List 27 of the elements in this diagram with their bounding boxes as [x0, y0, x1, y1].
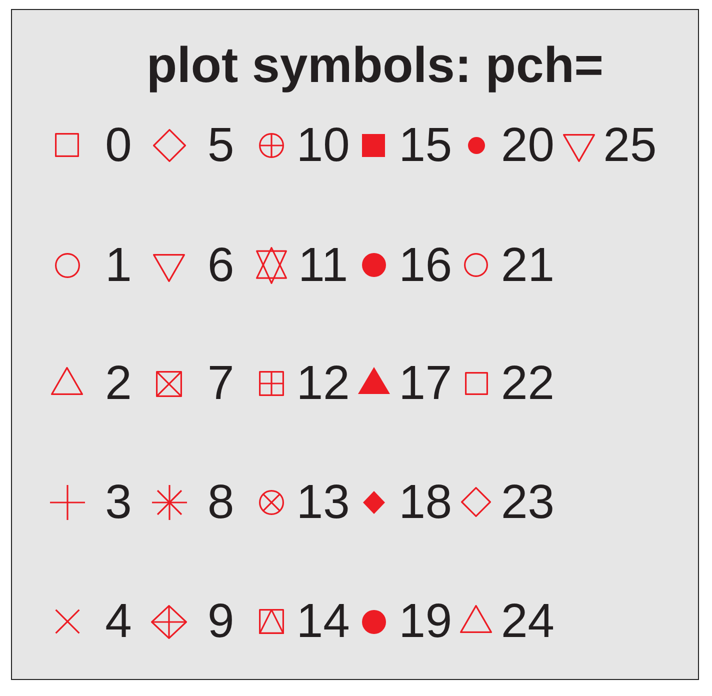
plot-title: plot symbols: pch=: [146, 40, 604, 90]
pch-number: 16: [398, 242, 452, 290]
pch-number: 5: [207, 122, 234, 170]
pch-number: 21: [501, 242, 554, 290]
pch-number: 6: [207, 242, 234, 290]
pch-number: 7: [207, 360, 234, 408]
pch-number: 13: [296, 478, 350, 527]
pch-number: 15: [398, 122, 452, 170]
pch-number: 19: [398, 598, 452, 646]
pch-number: 18: [398, 478, 452, 527]
pch-number: 20: [501, 122, 554, 170]
pch-number: 17: [398, 360, 452, 408]
pch-number: 25: [603, 122, 657, 170]
pch-number: 12: [296, 360, 350, 408]
pch-number: 22: [501, 360, 554, 408]
pch-number: 10: [296, 122, 350, 170]
pch-number: 0: [105, 122, 132, 170]
pch-number: 8: [207, 478, 234, 527]
pch-number: 24: [501, 598, 554, 646]
pch-number: 3: [105, 478, 132, 527]
pch-number: 2: [105, 360, 132, 408]
pch-number: 4: [105, 598, 132, 646]
pch-number: 1: [105, 242, 132, 290]
pch-number: 11: [298, 242, 348, 290]
pch-number: 9: [207, 598, 234, 646]
pch-number: 23: [501, 478, 554, 527]
pch-number: 14: [296, 598, 350, 646]
